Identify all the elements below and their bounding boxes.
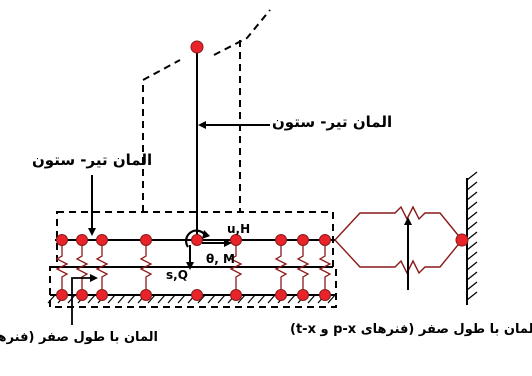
label-beam-column-left: المان تیر- ستون <box>32 151 153 169</box>
callout-arrowhead-left <box>88 228 96 236</box>
callout-arrowhead-qz <box>90 274 98 282</box>
wall-node <box>455 233 469 247</box>
node <box>96 234 108 246</box>
symbol-theta-m: θ, M <box>206 252 235 266</box>
moment-arrowhead <box>202 230 210 239</box>
label-zero-length-qz: المان با طول صفر (فنرهای q-z <box>0 330 158 345</box>
top-node <box>190 40 204 54</box>
node <box>297 234 309 246</box>
node <box>191 234 203 246</box>
label-zero-length-px-tx: المان با طول صفر (فنرهای p-x و t-x) <box>290 322 532 337</box>
node <box>140 234 152 246</box>
node <box>191 289 203 301</box>
superstructure-dashed-outline-right <box>213 9 271 56</box>
node <box>56 234 68 246</box>
node <box>76 234 88 246</box>
node <box>275 234 287 246</box>
moment-arc <box>185 229 206 248</box>
node <box>140 289 152 301</box>
label-beam-column-top: المان تیر- ستون <box>272 113 393 131</box>
base-spring-zone <box>49 266 337 308</box>
wall-hatching <box>466 171 478 301</box>
horizontal-force-arrowhead <box>224 239 232 247</box>
base-nodes <box>56 289 331 301</box>
lateral-springs <box>334 205 463 275</box>
node <box>56 289 68 301</box>
callout-arrowhead-px <box>404 217 412 225</box>
symbol-s-q: s,Q <box>166 268 188 282</box>
node <box>76 289 88 301</box>
vertical-force-arrowhead <box>186 262 194 270</box>
callout-arrowhead-top <box>198 121 206 129</box>
node <box>96 289 108 301</box>
vertical-springs <box>55 244 332 292</box>
callout-line-qz <box>71 277 90 325</box>
node <box>319 234 331 246</box>
symbol-u-h: u,H <box>227 222 251 236</box>
node <box>319 289 331 301</box>
node <box>297 289 309 301</box>
node <box>275 289 287 301</box>
node <box>230 289 242 301</box>
superstructure-dashed-outline-left <box>142 59 181 212</box>
beam-nodes <box>56 234 331 246</box>
node <box>230 234 242 246</box>
